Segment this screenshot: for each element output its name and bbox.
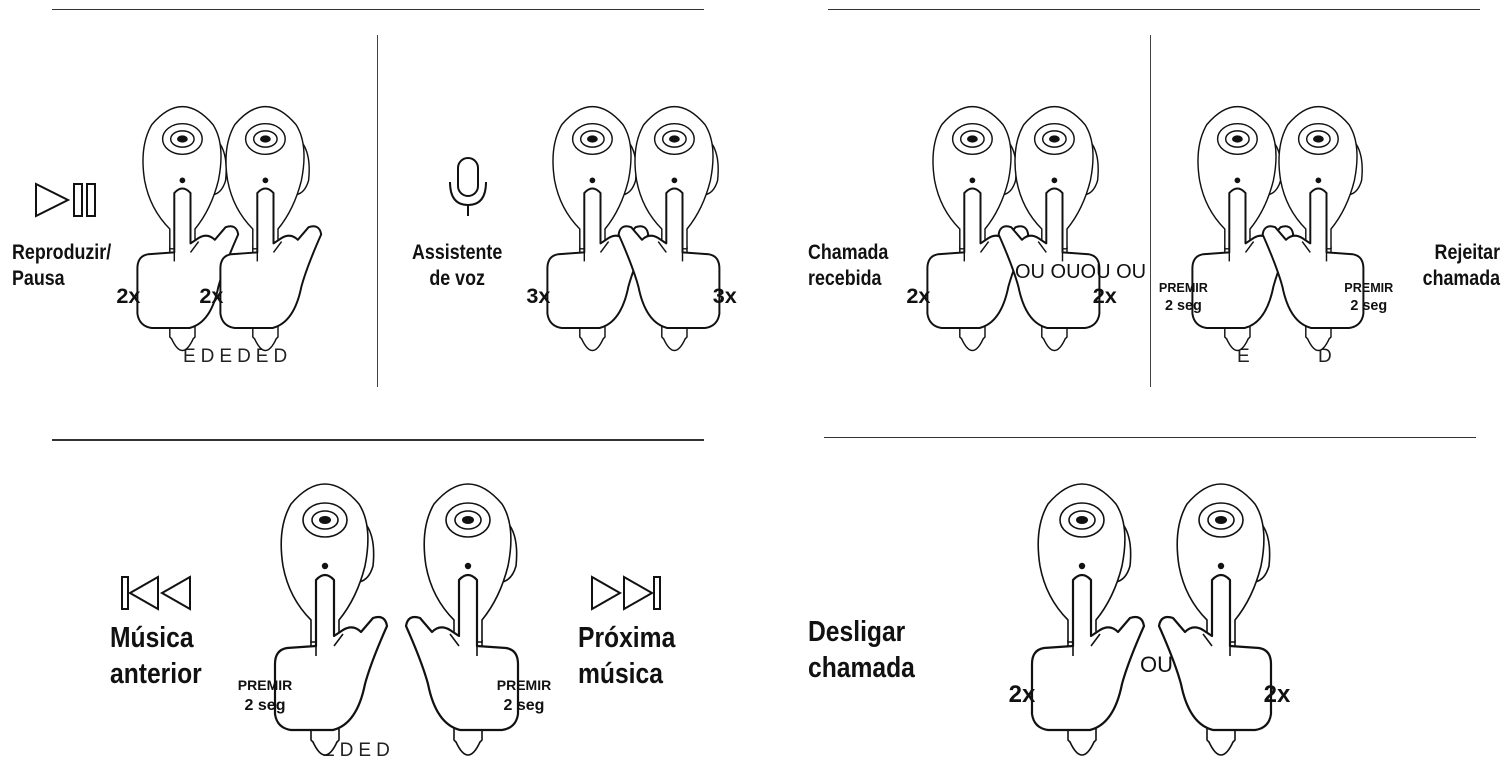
earbud-reject-left: PREMIR 2 seg bbox=[1159, 105, 1295, 352]
vertical-divider-right bbox=[1150, 35, 1151, 387]
play-pause-label-line2: Pausa bbox=[12, 267, 65, 290]
earbud-end-right: 2x bbox=[1157, 483, 1291, 756]
earbud-tip bbox=[312, 741, 338, 756]
earbud-next: PREMIR 2 seg bbox=[404, 483, 551, 756]
next-track-label: Próxima música bbox=[578, 620, 675, 692]
pointing-hand bbox=[1261, 187, 1365, 329]
play-pause-sides: EDEDED bbox=[183, 346, 293, 367]
gesture-count: 2x bbox=[1264, 681, 1291, 708]
middle-right-rule bbox=[824, 437, 1476, 438]
middle-left-rule bbox=[52, 439, 704, 441]
gesture-count: 3x bbox=[713, 283, 737, 308]
earbud-tip bbox=[1069, 741, 1095, 756]
earbud-play-right: 2x bbox=[199, 105, 323, 352]
top-left-rule bbox=[52, 9, 704, 10]
earbud-call-right: 2x bbox=[997, 105, 1117, 352]
voice-assistant-label-line1: Assistente bbox=[412, 241, 503, 264]
voice-assistant-label: Assistente de voz bbox=[412, 240, 502, 292]
gesture-press: PREMIR bbox=[1159, 281, 1208, 295]
gesture-press: PREMIR bbox=[497, 677, 551, 693]
gesture-duration: 2 seg bbox=[504, 697, 545, 714]
earbud-reject-right: PREMIR 2 seg bbox=[1261, 105, 1393, 352]
earbud-tip bbox=[662, 338, 686, 352]
gesture-count: 2x bbox=[116, 283, 140, 308]
earbud-voice-left: 3x bbox=[526, 105, 650, 352]
play-pause-label-line1: Reproduzir/ bbox=[12, 241, 112, 264]
incoming-call-label-line1: Chamada bbox=[808, 241, 889, 264]
earbud-tip bbox=[1042, 338, 1066, 352]
pointing-hand bbox=[404, 573, 520, 732]
pointing-hand bbox=[273, 573, 389, 732]
gesture-press: PREMIR bbox=[238, 677, 292, 693]
gesture-duration: 2 seg bbox=[1165, 298, 1202, 314]
earbud-previous: PREMIR 2 seg bbox=[238, 483, 389, 756]
reject-call-side-right: D bbox=[1318, 346, 1337, 367]
reject-call-label-line1: Rejeitar bbox=[1434, 241, 1500, 264]
end-call-label: Desligar chamada bbox=[808, 614, 915, 686]
earbud-tip bbox=[253, 338, 277, 352]
pointing-hand bbox=[219, 187, 323, 329]
next-track-label-line1: Próxima bbox=[578, 622, 676, 654]
gesture-duration: 2 seg bbox=[245, 697, 286, 714]
vertical-divider-left bbox=[377, 35, 378, 387]
earbud-call-left: 2x bbox=[906, 105, 1030, 352]
pointing-hand bbox=[1030, 573, 1146, 732]
earbud-end-left: 2x bbox=[1009, 483, 1146, 756]
gesture-count: 2x bbox=[906, 283, 930, 308]
gesture-count: 2x bbox=[199, 283, 223, 308]
next-track-label-line2: música bbox=[578, 658, 663, 690]
pointing-hand bbox=[617, 187, 721, 329]
earbud-tip bbox=[1208, 741, 1234, 756]
reject-call-label: Rejeitar chamada bbox=[1423, 240, 1500, 292]
earbud-tip bbox=[170, 338, 194, 352]
earbud-voice-right: 3x bbox=[617, 105, 737, 352]
skip-previous-icon bbox=[121, 575, 191, 611]
earbud-tip bbox=[1306, 338, 1330, 352]
play-pause-label: Reproduzir/ Pausa bbox=[12, 240, 111, 292]
gesture-count: 2x bbox=[1009, 681, 1036, 708]
gesture-count: 2x bbox=[1093, 283, 1117, 308]
top-right-rule bbox=[828, 9, 1480, 10]
earbud-play-left: 2x bbox=[116, 105, 240, 352]
incoming-call-or-text: OU OUOU OU bbox=[1015, 261, 1146, 283]
microphone-icon bbox=[449, 157, 487, 216]
end-call-label-line1: Desligar bbox=[808, 616, 906, 648]
end-call-or-text: OU bbox=[1140, 652, 1173, 677]
gesture-duration: 2 seg bbox=[1350, 298, 1387, 314]
skip-next-icon bbox=[591, 575, 661, 611]
pointing-hand bbox=[1157, 573, 1273, 732]
previous-track-sides: EDED bbox=[322, 740, 395, 761]
earbud-tip bbox=[1225, 338, 1249, 352]
end-call-label-line2: chamada bbox=[808, 652, 915, 684]
play-pause-icon bbox=[35, 182, 96, 218]
pointing-hand bbox=[997, 187, 1101, 329]
gesture-count: 3x bbox=[526, 283, 550, 308]
earbud-tip bbox=[455, 741, 481, 756]
gesture-press: PREMIR bbox=[1344, 281, 1393, 295]
previous-track-label: Música anterior bbox=[110, 620, 202, 692]
reject-call-side-left: E bbox=[1237, 346, 1255, 367]
voice-assistant-label-line2: de voz bbox=[429, 267, 485, 290]
previous-track-label-line1: Música bbox=[110, 622, 194, 654]
reject-call-label-line2: chamada bbox=[1422, 267, 1500, 290]
earbud-tip bbox=[960, 338, 984, 352]
incoming-call-label-line2: recebida bbox=[808, 267, 882, 290]
incoming-call-label: Chamada recebida bbox=[808, 240, 888, 292]
previous-track-label-line2: anterior bbox=[110, 658, 202, 690]
earbud-tip bbox=[580, 338, 604, 352]
